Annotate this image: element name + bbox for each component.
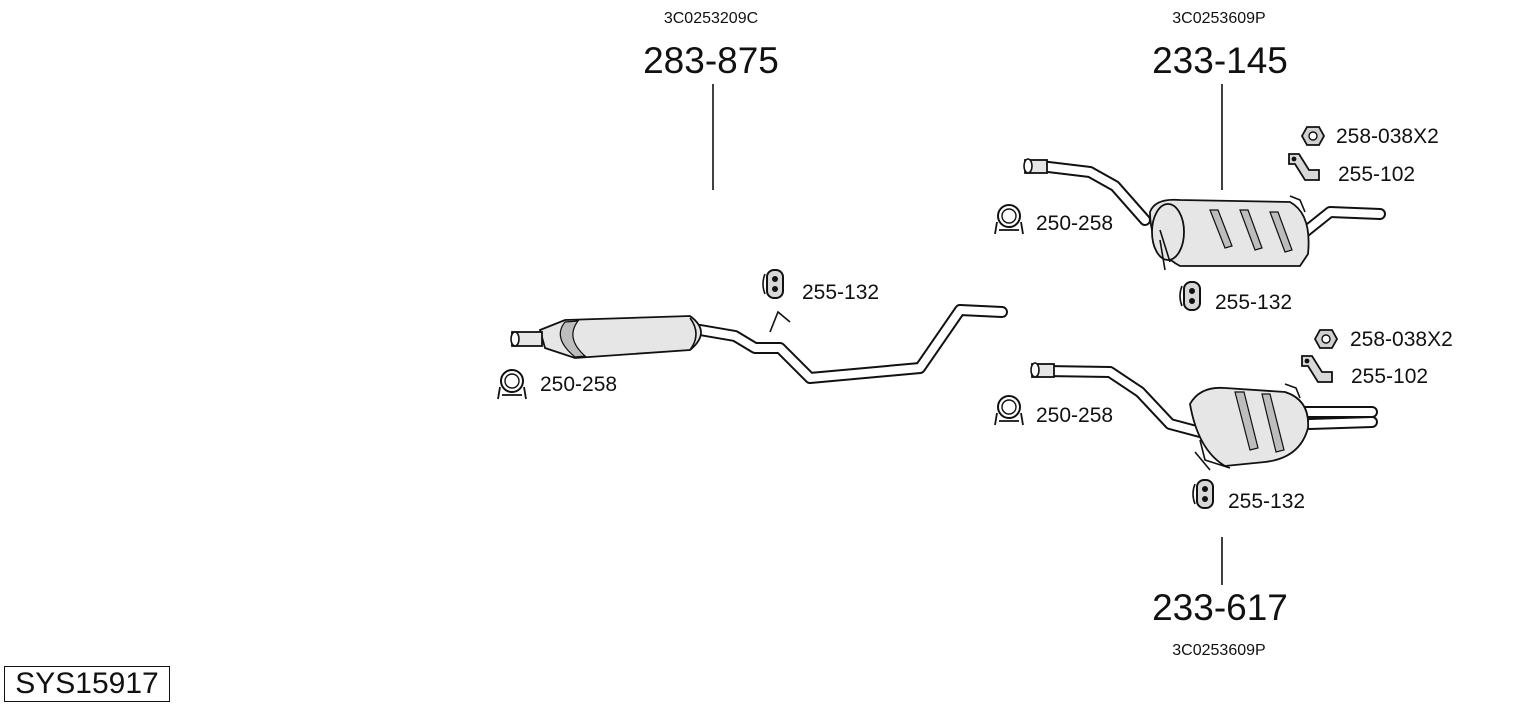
system-id-box: SYS15917 xyxy=(4,666,170,702)
front-clamp-label[interactable]: 250-258 xyxy=(540,373,617,396)
rear-a-bracket-icon xyxy=(1288,153,1320,181)
rear-b-nut-label[interactable]: 258-038X2 xyxy=(1350,328,1453,351)
rear-a-part-number[interactable]: 233-145 xyxy=(1152,40,1288,81)
rear-a-muffler-assembly[interactable] xyxy=(1023,158,1386,271)
rear-b-muffler-assembly[interactable] xyxy=(1030,362,1378,471)
rear-b-part-number[interactable]: 233-617 xyxy=(1152,587,1288,628)
rear-b-bracket-icon xyxy=(1301,355,1333,383)
front-hanger-label[interactable]: 255-132 xyxy=(802,281,879,304)
rear-a-nut-label[interactable]: 258-038X2 xyxy=(1336,125,1439,148)
front-clamp-icon xyxy=(497,369,527,400)
rear-a-nut-icon xyxy=(1301,126,1325,146)
front-oem-label: 3C0253209C xyxy=(664,10,758,27)
rear-b-bracket-label[interactable]: 255-102 xyxy=(1351,365,1428,388)
rear-b-clamp-icon xyxy=(994,395,1024,426)
rear-a-hanger-icon xyxy=(1179,281,1201,311)
front-hanger-icon xyxy=(762,269,784,299)
rear-b-clamp-label[interactable]: 250-258 xyxy=(1036,404,1113,427)
front-part-number[interactable]: 283-875 xyxy=(643,40,779,81)
rear-a-hanger-label[interactable]: 255-132 xyxy=(1215,291,1292,314)
rear-b-oem-label: 3C0253609P xyxy=(1172,642,1265,659)
rear-b-hanger-icon xyxy=(1192,479,1214,509)
rear-a-clamp-label[interactable]: 250-258 xyxy=(1036,212,1113,235)
rear-a-bracket-label[interactable]: 255-102 xyxy=(1338,163,1415,186)
front-pipe-assembly[interactable] xyxy=(510,304,1008,384)
rear-b-hanger-label[interactable]: 255-132 xyxy=(1228,490,1305,513)
rear-a-clamp-icon xyxy=(994,204,1024,235)
rear-b-nut-icon xyxy=(1314,329,1338,349)
rear-a-oem-label: 3C0253609P xyxy=(1172,10,1265,27)
